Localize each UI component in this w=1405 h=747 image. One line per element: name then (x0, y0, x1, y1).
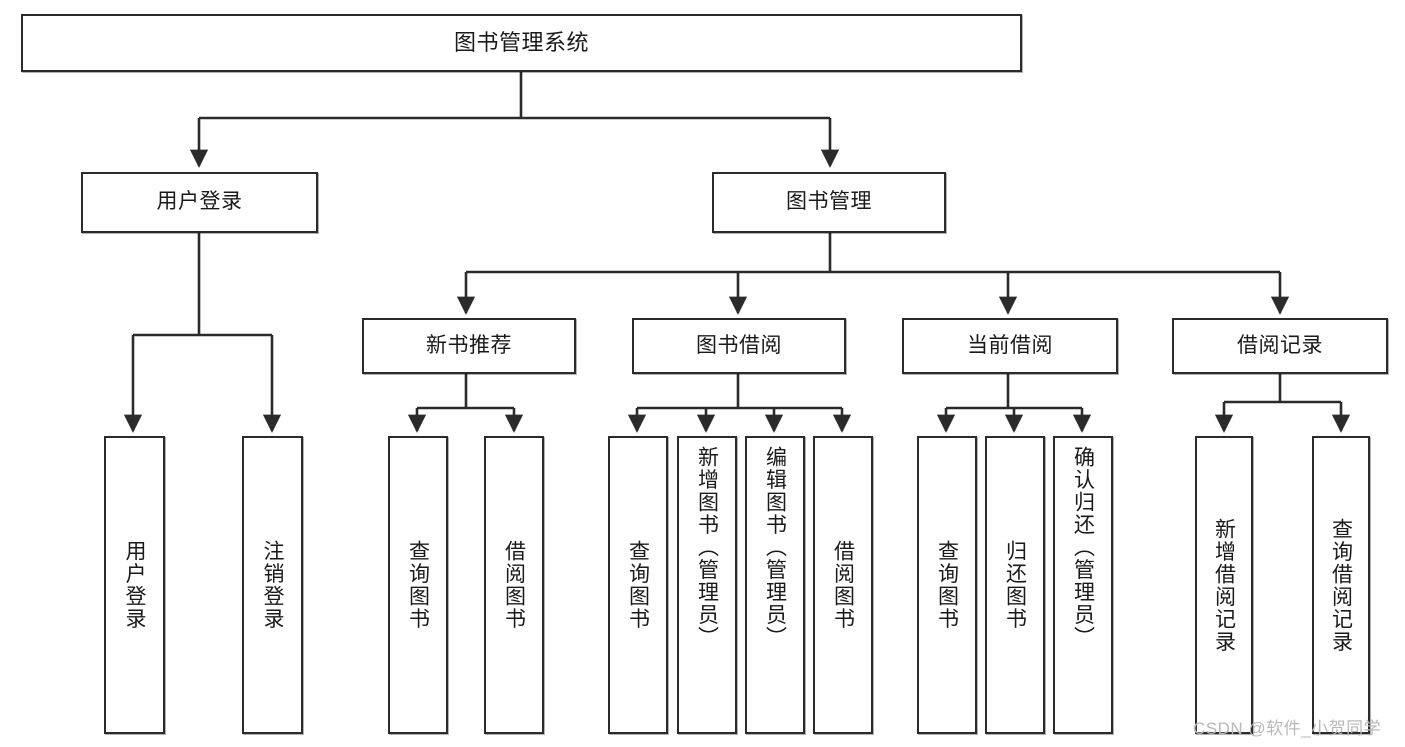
node-new-book-recommend[interactable]: 新书推荐 (362, 318, 576, 374)
leaf-return-book[interactable]: 归还图书 (985, 436, 1045, 734)
node-label: 用户登录 (123, 540, 146, 630)
node-root-book-management-system[interactable]: 图书管理系统 (21, 14, 1022, 72)
leaf-logout[interactable]: 注销登录 (242, 436, 303, 734)
node-label: 确认归还（管理员） (1071, 446, 1095, 649)
leaf-edit-book-admin[interactable]: 编辑图书（管理员） (745, 436, 805, 734)
leaf-query-borrow-record[interactable]: 查询借阅记录 (1312, 436, 1370, 734)
leaf-query-book-current[interactable]: 查询图书 (917, 436, 977, 734)
node-current-borrow[interactable]: 当前借阅 (902, 318, 1118, 374)
node-label: 查询借阅记录 (1329, 517, 1353, 653)
node-label: 新增图书（管理员） (695, 446, 719, 649)
node-label: 查询图书 (935, 540, 959, 630)
node-label: 新增借阅记录 (1212, 517, 1236, 653)
node-borrow-record[interactable]: 借阅记录 (1172, 318, 1388, 374)
node-label: 查询图书 (406, 540, 430, 630)
node-label: 图书管理 (786, 190, 872, 214)
leaf-borrow-book[interactable]: 借阅图书 (813, 436, 873, 734)
node-label: 归还图书 (1003, 540, 1027, 630)
node-label: 借阅图书 (831, 540, 855, 630)
node-label: 图书借阅 (696, 333, 782, 357)
csdn-watermark: CSDN @软件_小贺同学 (1193, 719, 1382, 738)
leaf-confirm-return-admin[interactable]: 确认归还（管理员） (1053, 436, 1113, 734)
node-label: 当前借阅 (967, 333, 1053, 357)
node-label: 编辑图书（管理员） (763, 446, 787, 649)
node-user-login[interactable]: 用户登录 (81, 172, 318, 233)
leaf-add-book-admin[interactable]: 新增图书（管理员） (677, 436, 737, 734)
node-label: 借阅记录 (1237, 333, 1323, 357)
leaf-query-book-recommend[interactable]: 查询图书 (388, 436, 448, 734)
node-label: 新书推荐 (426, 333, 512, 357)
node-book-borrow[interactable]: 图书借阅 (632, 318, 846, 374)
leaf-add-borrow-record[interactable]: 新增借阅记录 (1195, 436, 1253, 734)
leaf-borrow-book-recommend[interactable]: 借阅图书 (484, 436, 544, 734)
node-label: 查询图书 (626, 540, 650, 630)
node-label: 借阅图书 (502, 540, 526, 630)
leaf-user-login[interactable]: 用户登录 (104, 436, 165, 734)
node-label: 注销登录 (261, 540, 284, 630)
node-label: 图书管理系统 (453, 30, 589, 56)
node-label: 用户登录 (156, 190, 243, 214)
leaf-query-book-borrow[interactable]: 查询图书 (608, 436, 668, 734)
node-book-management[interactable]: 图书管理 (712, 172, 946, 233)
